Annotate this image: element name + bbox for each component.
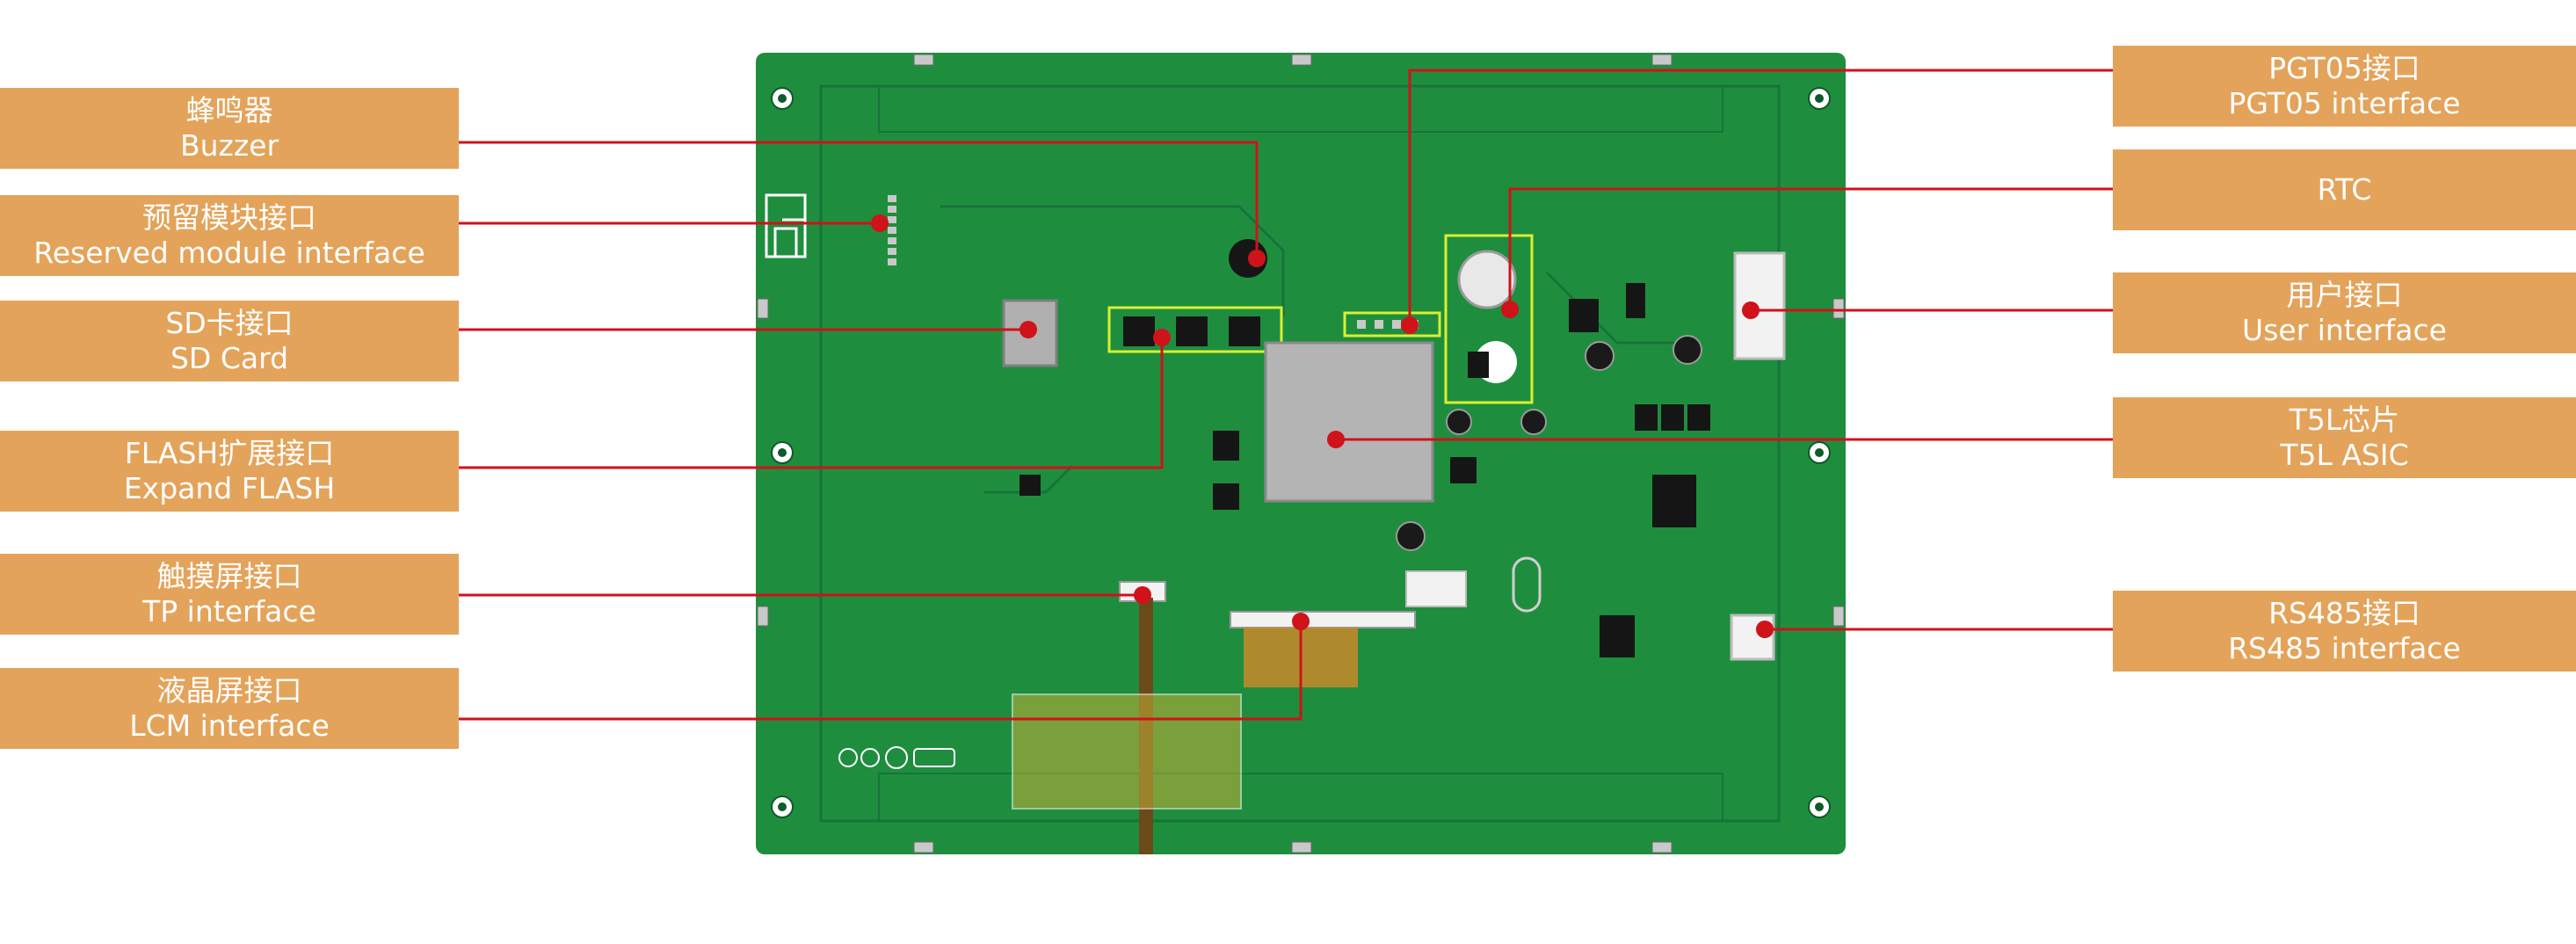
user-interface-connector [1733,251,1786,360]
label-rtc: RTC [2113,149,2576,230]
label-en: RS485 interface [2228,631,2461,665]
label-cn: RS485接口 [2268,595,2420,630]
rtc-battery [1457,250,1517,309]
label-cn: 用户接口 [2286,277,2403,312]
backlight-connector [1405,570,1467,607]
label-cn: 蜂鸣器 [185,92,273,127]
label-en: LCM interface [129,708,330,743]
label-en: PGT05 interface [2228,86,2461,120]
label-cn: FLASH扩展接口 [124,435,335,470]
label-cn: 触摸屏接口 [156,558,302,593]
flash-highlight-box [1107,306,1283,353]
reserved-module-pins [888,195,896,265]
label-cn: SD卡接口 [165,305,294,340]
label-sd-card: SD卡接口 SD Card [0,301,459,381]
label-reserved-module: 预留模块接口 Reserved module interface [0,195,459,276]
label-en: Buzzer [179,128,279,163]
label-cn: T5L芯片 [2289,402,2400,437]
label-flash: FLASH扩展接口 Expand FLASH [0,431,459,512]
label-lcm: 液晶屏接口 LCM interface [0,668,459,749]
label-cn: 液晶屏接口 [156,672,302,708]
label-en: Reserved module interface [33,236,425,270]
lcm-flex-cable [1244,628,1358,687]
label-rs485: RS485接口 RS485 interface [2113,591,2576,672]
label-pgt05: PGT05接口 PGT05 interface [2113,46,2576,127]
label-en: TP interface [142,594,316,628]
label-cn: PGT05接口 [2268,50,2420,85]
edge-clips [757,54,1845,853]
label-user-interface: 用户接口 User interface [2113,272,2576,353]
label-en: T5L ASIC [2280,438,2409,472]
rs485-connector [1730,614,1775,661]
smd-components [1020,283,1710,657]
certification-marks [838,746,955,769]
t5l-asic-shield [1264,341,1434,503]
label-cn: 预留模块接口 [142,200,316,235]
label-en: SD Card [170,341,289,375]
label-tp: 触摸屏接口 TP interface [0,554,459,635]
pcb-board [756,53,1846,854]
sd-card-slot [1002,299,1058,367]
lcm-connector [1230,611,1416,628]
label-t5l: T5L芯片 T5L ASIC [2113,397,2576,478]
label-en: User interface [2242,313,2447,347]
label-buzzer: 蜂鸣器 Buzzer [0,88,459,169]
electrolytic-caps [1396,335,1702,551]
label-en: Expand FLASH [123,471,336,505]
buzzer-component [1229,239,1267,278]
flash-chips [1123,316,1260,346]
label-en: RTC [2317,171,2372,207]
